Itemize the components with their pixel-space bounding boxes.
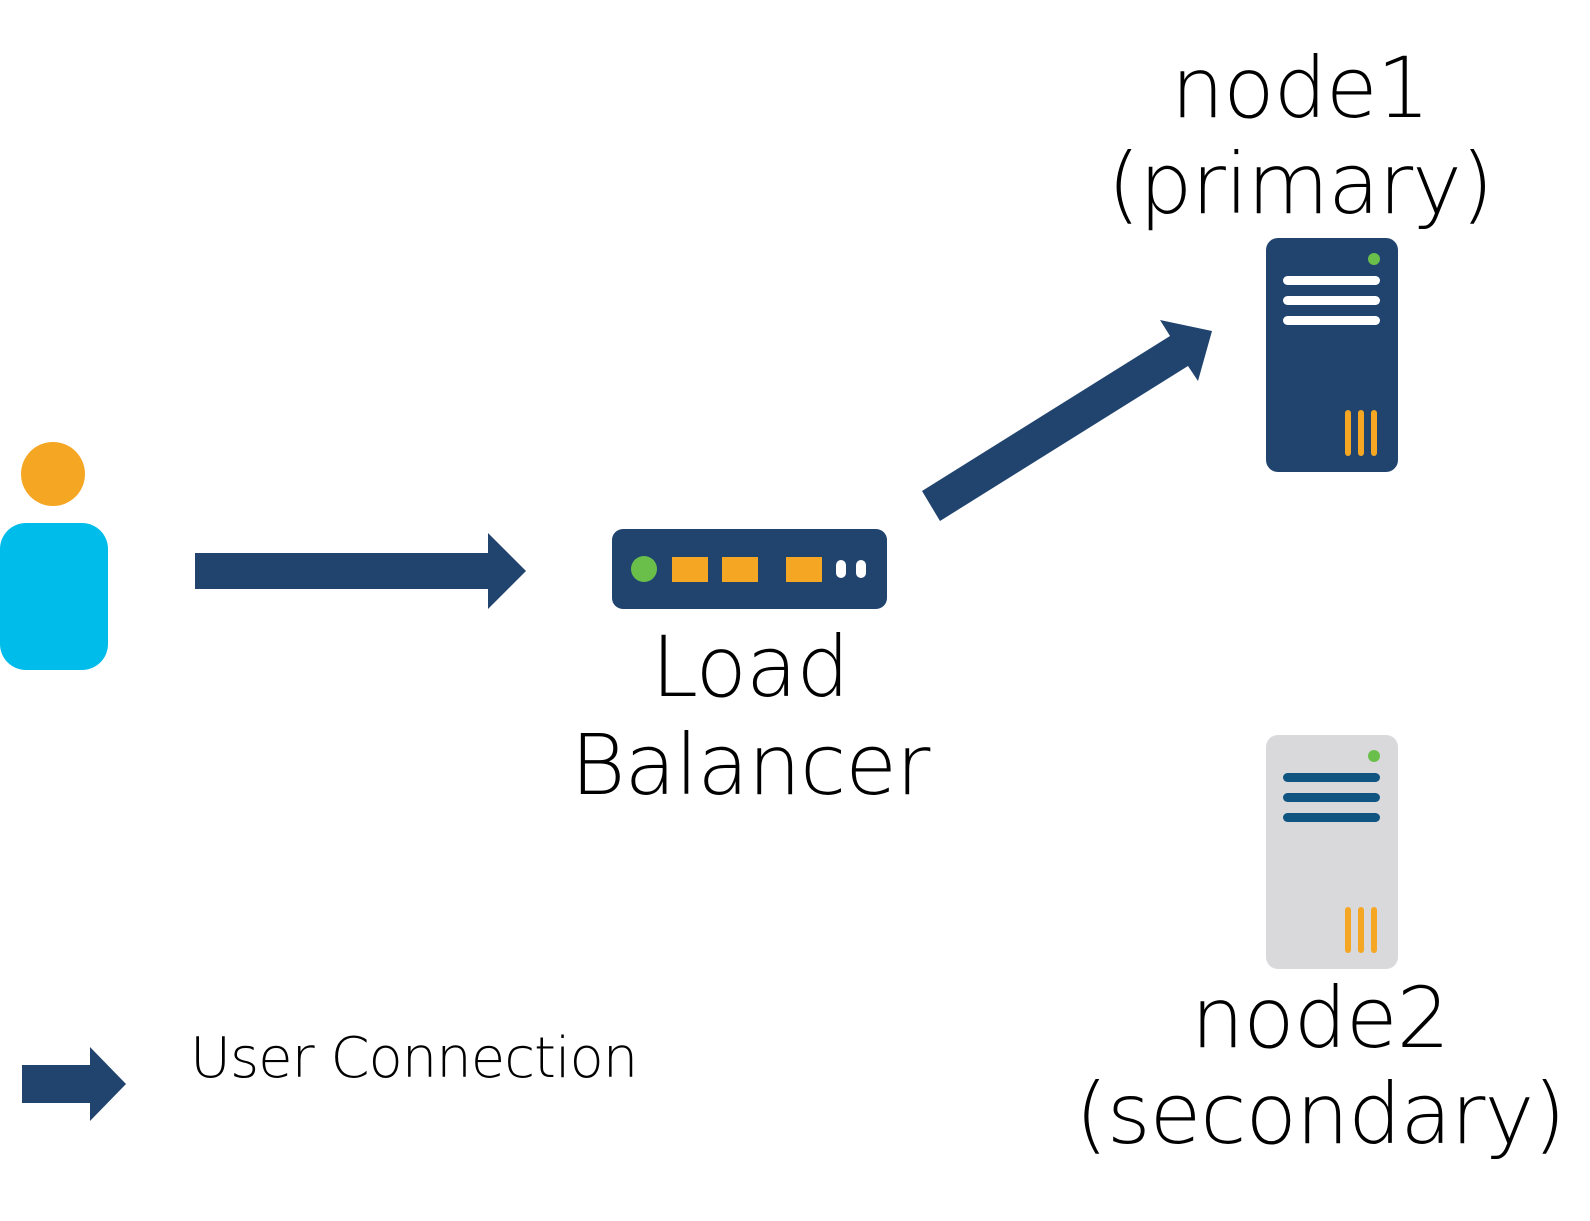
load-balancer-label-line1: Load	[651, 618, 850, 716]
server-status-light	[1368, 253, 1380, 265]
person-head	[21, 442, 85, 506]
person-body	[0, 523, 108, 670]
node1-label-line2: (primary)	[1107, 135, 1493, 233]
server-slot	[1283, 793, 1380, 802]
load-balancer-led	[836, 560, 846, 578]
node2-label-line2: (secondary)	[1075, 1065, 1566, 1163]
server-slot	[1283, 813, 1380, 822]
arrow-icon	[922, 320, 1212, 521]
legend-label: User Connection	[190, 1026, 638, 1091]
server-slot	[1283, 773, 1380, 782]
legend-arrow	[22, 1047, 126, 1121]
node2-label-line1: node2	[1190, 969, 1450, 1067]
server-chassis	[1266, 238, 1398, 472]
server-slot	[1283, 276, 1380, 285]
server-vent	[1371, 410, 1377, 456]
load-balancer-port	[722, 557, 758, 582]
server-slot	[1283, 316, 1380, 325]
server-vent	[1345, 410, 1351, 456]
load-balancer-led	[856, 560, 866, 578]
load-balancer-icon	[612, 529, 887, 609]
server-chassis	[1266, 735, 1398, 969]
server-vent	[1358, 907, 1364, 953]
arrow-icon	[195, 533, 526, 609]
server-icon-node1	[1266, 238, 1398, 472]
server-vent	[1345, 907, 1351, 953]
server-vent	[1371, 907, 1377, 953]
server-slot	[1283, 296, 1380, 305]
load-balancer-port	[786, 557, 822, 582]
load-balancer-status-light	[631, 556, 657, 582]
server-status-light	[1368, 750, 1380, 762]
load-balancer-label: Load Balancer	[520, 618, 980, 814]
node1-label-line1: node1	[1170, 39, 1430, 137]
node1-label: node1 (primary)	[1080, 40, 1520, 232]
server-icon-node2	[1266, 735, 1398, 969]
arrow-user-to-load-balancer	[195, 533, 526, 609]
load-balancer-label-line2: Balancer	[570, 716, 931, 814]
server-vent	[1358, 410, 1364, 456]
arrow-load-balancer-to-node1	[922, 320, 1212, 521]
person-icon	[0, 442, 108, 670]
arrow-icon	[22, 1047, 126, 1121]
load-balancer-port	[672, 557, 708, 582]
node2-label: node2 (secondary)	[1040, 970, 1590, 1162]
